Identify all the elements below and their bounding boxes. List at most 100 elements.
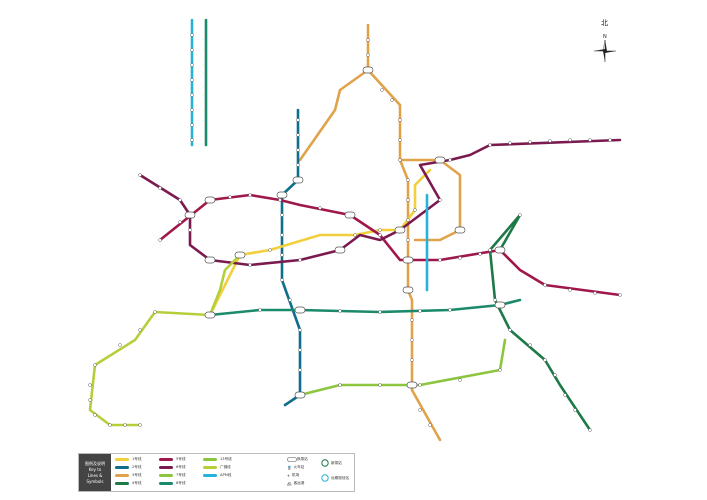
station-dot	[488, 143, 492, 147]
station-dot	[258, 308, 262, 312]
transfer-station	[184, 211, 196, 219]
station-dot	[118, 343, 122, 347]
station-dot	[588, 428, 592, 432]
station-dot	[406, 178, 410, 182]
station-dot	[296, 118, 300, 122]
transfer-station	[494, 246, 506, 254]
station-dot	[553, 373, 557, 377]
legend-new: 新乘站	[319, 459, 342, 467]
station-dot	[296, 163, 300, 167]
station-dot	[390, 98, 394, 102]
line-4	[488, 213, 592, 432]
station-dot	[418, 408, 422, 412]
station-dot	[410, 318, 414, 322]
station-dot	[488, 248, 492, 252]
transfer-station	[402, 286, 414, 294]
station-dot	[548, 139, 552, 143]
line-3-west	[298, 68, 370, 162]
transfer-station	[362, 66, 374, 74]
legend-swatch	[159, 482, 173, 485]
station-dot	[568, 288, 572, 292]
transfer-station	[434, 156, 446, 164]
transfer-station	[454, 226, 466, 234]
new-station-icon	[321, 459, 329, 467]
transfer-station	[204, 196, 216, 204]
station-dot	[298, 368, 302, 372]
station-dot	[278, 198, 282, 202]
line-3-loop	[398, 158, 462, 242]
station-dot	[378, 383, 382, 387]
station-dot	[138, 423, 142, 427]
station-dot	[410, 358, 414, 362]
station-dot	[190, 78, 194, 82]
station-dot	[138, 328, 142, 332]
station-dot	[410, 338, 414, 342]
station-dot	[268, 248, 272, 252]
station-dot	[428, 423, 432, 427]
station-dot	[280, 233, 284, 237]
station-dot	[153, 310, 157, 314]
legend-item: 4号线	[115, 481, 141, 486]
station-dot	[618, 293, 622, 297]
legend-title-en2: Lines &	[87, 472, 103, 478]
station-dot	[190, 93, 194, 97]
station-dot	[318, 206, 322, 210]
legend-swatch	[159, 458, 173, 461]
station-dot	[366, 53, 370, 57]
transfer-station	[276, 191, 288, 199]
legend-title: 图例及说明 Key to Lines & Symbols	[79, 454, 111, 491]
transfer-station	[204, 256, 216, 264]
line-1	[208, 168, 432, 317]
line-2	[280, 108, 302, 407]
station-dot	[380, 88, 384, 92]
station-dot	[366, 38, 370, 42]
station-dot	[93, 363, 97, 367]
station-dot	[108, 423, 112, 427]
north-arrow: 北 N	[592, 18, 618, 64]
station-dot	[178, 220, 182, 224]
station-dot	[493, 298, 497, 302]
station-dot	[406, 198, 410, 202]
legend-transfer: 换乘站	[287, 457, 308, 462]
station-dot	[593, 291, 597, 295]
transfer-station	[234, 251, 246, 259]
station-dot	[398, 158, 402, 162]
legend-swatch	[159, 466, 173, 469]
station-dot	[418, 309, 422, 313]
station-dot	[88, 398, 92, 402]
transfer-icon	[287, 457, 297, 462]
station-dot	[438, 258, 442, 262]
metro-lines	[88, 18, 622, 442]
line-7	[298, 338, 507, 397]
station-dot	[353, 233, 357, 237]
station-dot	[498, 368, 502, 372]
station-dot	[93, 413, 97, 417]
transfer-station	[294, 306, 306, 314]
station-dot	[190, 138, 194, 142]
station-dot	[188, 228, 192, 232]
station-dot	[378, 228, 382, 232]
station-dot	[296, 133, 300, 137]
transfer-station	[294, 391, 306, 399]
ship-icon: ⛴	[287, 481, 292, 486]
legend-swatch	[203, 474, 217, 477]
legend-swatch	[115, 458, 129, 461]
station-dot	[406, 238, 410, 242]
station-dot	[190, 48, 194, 52]
station-dot	[568, 138, 572, 142]
legend-ship: ⛴ 客运港	[287, 481, 305, 486]
legend-title-en3: Symbols	[86, 478, 104, 484]
legend-item: 广佛线	[203, 465, 231, 470]
legend-item: 13号线	[203, 457, 232, 462]
legend-item: 2号线	[115, 465, 141, 470]
station-dot	[573, 408, 577, 412]
transfer-station	[292, 176, 304, 184]
north-letter: N	[603, 34, 607, 40]
legend-swatch	[115, 466, 129, 469]
legend-future: 远期规划站	[319, 474, 349, 482]
station-dot	[378, 233, 382, 237]
station-dot	[588, 138, 592, 142]
